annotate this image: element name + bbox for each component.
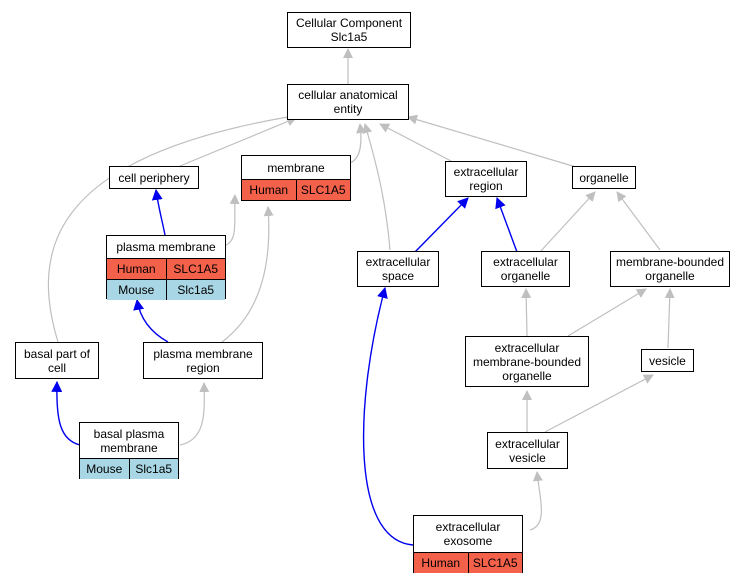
edge-ec-region-to-cae: [379, 123, 454, 163]
gene-label: SLC1A5: [295, 180, 351, 200]
node-cellular-anatomical-entity[interactable]: cellular anatomical entity: [287, 84, 409, 120]
annotation-row-human: Human SLC1A5: [414, 552, 522, 573]
edge-organelle-to-cae: [407, 114, 577, 168]
species-label: Human: [421, 556, 461, 570]
edge-basal-pm-part-of-basal-part: [51, 380, 81, 446]
edge-ec-organelle-to-organelle: [539, 191, 596, 253]
annotation-row-mouse: Mouse Slc1a5: [80, 458, 178, 479]
edge-ec-mb-organelle-to-mb-organelle: [567, 288, 647, 337]
edge-mb-organelle-to-organelle: [616, 191, 661, 251]
annotation-row-human: Human SLC1A5: [242, 179, 350, 200]
node-plasma-membrane[interactable]: plasma membrane Human SLC1A5 Mouse Slc1a…: [106, 235, 226, 300]
gene-label: Slc1a5: [128, 459, 179, 479]
species-label: Mouse: [118, 283, 155, 297]
node-organelle[interactable]: organelle: [572, 166, 636, 189]
node-extracellular-region[interactable]: extracellular region: [445, 161, 527, 197]
edge-pm-region-part-of-plasma-membrane: [133, 298, 169, 343]
edge-basal-pm-to-pm-region: [179, 382, 210, 446]
edge-membrane-to-cae: [349, 123, 367, 164]
edge-ec-space-to-cae: [362, 123, 391, 251]
edge-plasma-membrane-part-of-cell-periphery: [151, 188, 166, 236]
node-extracellular-membrane-bounded-organelle[interactable]: extracellular membrane-bounded organelle: [465, 336, 589, 387]
node-extracellular-organelle[interactable]: extracellular organelle: [481, 251, 570, 287]
node-basal-plasma-membrane[interactable]: basal plasma membrane Mouse Slc1a5: [79, 422, 179, 479]
node-basal-part-of-cell[interactable]: basal part of cell: [15, 342, 99, 379]
edge-vesicle-to-mb-organelle: [664, 288, 675, 349]
species-label: Human: [116, 262, 156, 276]
node-membrane-bounded-organelle[interactable]: membrane-bounded organelle: [610, 251, 730, 287]
edge-ec-space-part-of-ec-region: [414, 197, 469, 253]
edge-cell-periphery-to-cae: [179, 116, 297, 167]
gene-label: Slc1a5: [165, 280, 226, 300]
gene-label: SLC1A5: [165, 259, 226, 279]
gene-label: SLC1A5: [467, 553, 523, 573]
edge-exosome-to-ec-vesicle: [529, 471, 543, 531]
node-title: basal plasma membrane: [93, 426, 165, 455]
node-cellular-component[interactable]: Cellular Component Slc1a5: [287, 12, 411, 48]
species-label: Human: [249, 183, 289, 197]
node-title: extracellular exosome: [435, 520, 501, 548]
edge-plasma-membrane-to-membrane: [225, 194, 240, 246]
node-title: plasma membrane: [116, 240, 216, 254]
edge-exosome-part-of-ec-space: [362, 286, 414, 546]
node-extracellular-exosome[interactable]: extracellular exosome Human SLC1A5: [413, 515, 523, 573]
annotation-row-mouse: Mouse Slc1a5: [107, 279, 225, 300]
species-label: Mouse: [86, 462, 123, 476]
edge-ec-mb-organelle-to-ec-organelle: [521, 288, 532, 337]
node-vesicle[interactable]: vesicle: [641, 349, 694, 372]
edge-pm-region-to-membrane: [221, 206, 274, 343]
node-title: membrane: [267, 160, 325, 175]
node-cell-periphery[interactable]: cell periphery: [109, 166, 199, 189]
node-membrane[interactable]: membrane Human SLC1A5: [241, 155, 351, 201]
node-extracellular-vesicle[interactable]: extracellular vesicle: [487, 432, 568, 469]
edge-basal-part-to-cae: [47, 111, 301, 343]
node-extracellular-space[interactable]: extracellular space: [357, 251, 439, 287]
edge-ec-vesicle-to-vesicle: [544, 374, 654, 433]
annotation-row-human: Human SLC1A5: [107, 258, 225, 279]
edge-ec-organelle-part-of-ec-region: [495, 196, 518, 253]
node-plasma-membrane-region[interactable]: plasma membrane region: [143, 342, 263, 379]
